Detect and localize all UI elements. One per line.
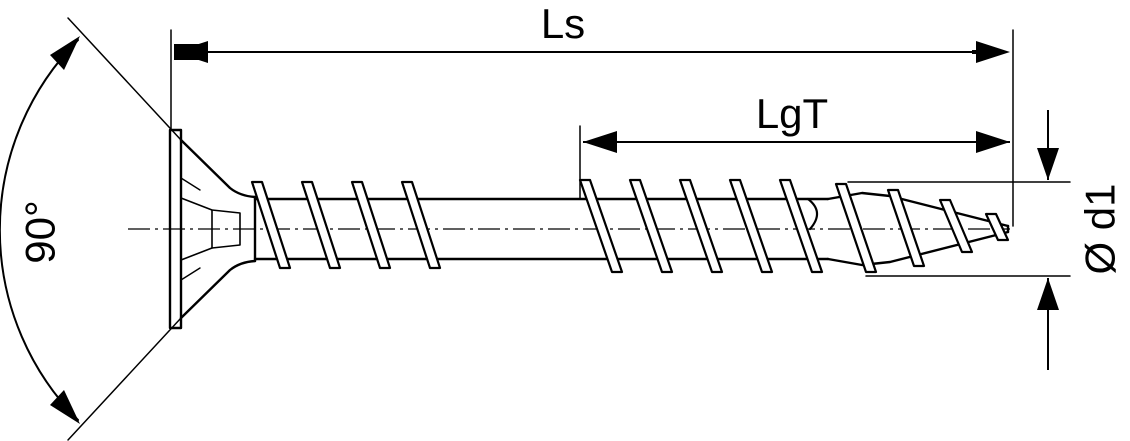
thread-flight [250,180,292,270]
angle-dimension [0,17,182,441]
thread-flight [938,198,974,254]
thread-flight [778,178,824,274]
screw-threads [250,178,1010,274]
thread-flight [400,180,442,270]
ls-label: Ls [541,0,585,47]
thread-flight [578,178,624,274]
thread-flight [300,180,342,270]
thread-flight [350,180,392,270]
ls-dimension [170,29,1014,227]
thread-flight [834,182,878,274]
thread-flight [728,178,774,274]
thread-flight [678,178,724,274]
thread-flight [886,188,926,268]
screw-head [168,128,257,330]
angle-label: 90° [17,200,64,264]
lgt-dimension [579,125,1010,200]
thread-flight [628,178,674,274]
thread-flight [984,212,1010,242]
diameter-dimension [847,110,1071,370]
diameter-label: Ø d1 [1077,183,1124,274]
lgt-label: LgT [756,90,828,137]
